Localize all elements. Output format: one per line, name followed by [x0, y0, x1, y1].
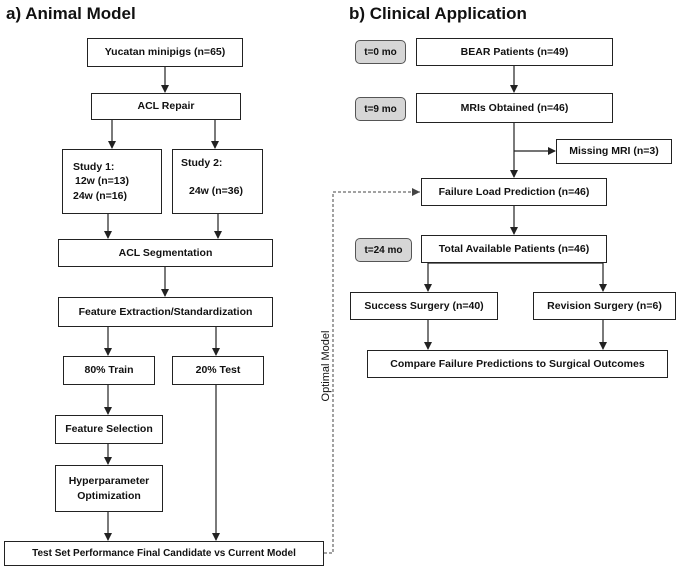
final-test-box: Test Set Performance Final Candidate vs …: [4, 541, 324, 566]
missing-mri-box: Missing MRI (n=3): [556, 139, 672, 164]
hyperparameter-line-2: Optimization: [77, 489, 141, 502]
study-1-heading: Study 1:: [73, 161, 115, 174]
success-surgery-box: Success Surgery (n=40): [350, 292, 498, 320]
study-2-heading: Study 2:: [181, 157, 223, 169]
feature-extraction-box: Feature Extraction/Standardization: [58, 297, 273, 327]
compare-box: Compare Failure Predictions to Surgical …: [367, 350, 668, 378]
failure-prediction-box: Failure Load Prediction (n=46): [421, 178, 607, 206]
panel-b-title: b) Clinical Application: [349, 4, 527, 23]
train-box: 80% Train: [63, 356, 155, 385]
total-available-box: Total Available Patients (n=46): [421, 235, 607, 263]
study-1-box: Study 1: 12w (n=13) 24w (n=16): [62, 149, 162, 214]
time-label-24: t=24 mo: [355, 238, 412, 262]
time-label-9: t=9 mo: [355, 97, 406, 121]
study-1-12w: 12w (n=13): [75, 175, 129, 188]
optimal-model-label: Optimal Model: [320, 330, 332, 402]
study-1-24w: 24w (n=16): [73, 189, 127, 202]
study-2-box: Study 2: 24w (n=36): [172, 149, 263, 214]
hyperparameter-line-1: Hyperparameter: [68, 475, 150, 488]
mris-obtained-box: MRIs Obtained (n=46): [416, 93, 613, 123]
yucatan-minipigs-box: Yucatan minipigs (n=65): [87, 38, 243, 67]
bear-patients-box: BEAR Patients (n=49): [416, 38, 613, 66]
feature-selection-box: Feature Selection: [55, 415, 163, 444]
time-label-0: t=0 mo: [355, 40, 406, 64]
revision-surgery-box: Revision Surgery (n=6): [533, 292, 676, 320]
panel-a-title: a) Animal Model: [6, 4, 136, 23]
hyperparameter-box: Hyperparameter Optimization: [55, 465, 163, 512]
acl-repair-box: ACL Repair: [91, 93, 241, 120]
test-box: 20% Test: [172, 356, 264, 385]
study-2-24w: 24w (n=36): [189, 185, 243, 198]
acl-segmentation-box: ACL Segmentation: [58, 239, 273, 267]
